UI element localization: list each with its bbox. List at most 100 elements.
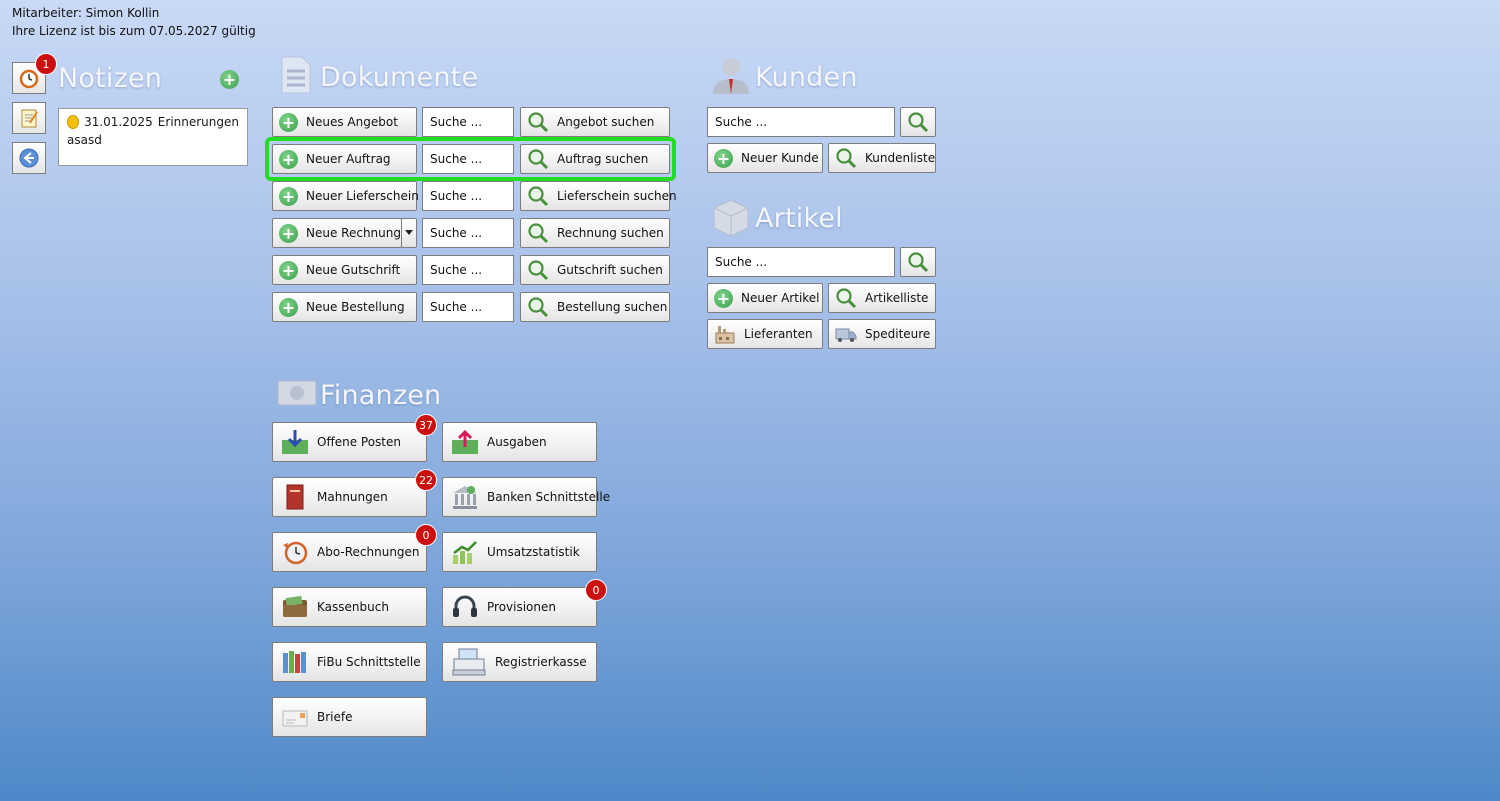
magnifier-icon [528, 149, 549, 170]
subscriptions-label: Abo-Rechnungen [317, 545, 420, 559]
invoice-search-button[interactable]: Rechnung suchen [520, 218, 670, 248]
forwarders-button[interactable]: Spediteure [828, 319, 936, 349]
customer-search-input[interactable]: Suche ... [707, 107, 895, 137]
new-invoice-label: Neue Rechnung [306, 226, 401, 240]
new-customer-label: Neuer Kunde [741, 151, 819, 165]
new-order-label: Neuer Auftrag [306, 152, 391, 166]
article-list-button[interactable]: Artikelliste [828, 283, 936, 313]
commissions-label: Provisionen [487, 600, 556, 614]
offer-search-input[interactable]: Suche ... [422, 107, 514, 137]
back-button[interactable] [12, 142, 46, 174]
employee-label: Mitarbeiter: Simon Kollin [12, 6, 160, 20]
plus-icon: + [714, 148, 733, 168]
magnifier-icon [528, 186, 549, 207]
note-date: 31.01.2025 [84, 115, 153, 129]
cash-register-button[interactable]: Registrierkasse [442, 642, 597, 682]
document-icon [280, 55, 312, 98]
magnifier-icon [836, 148, 857, 169]
delivery-note-search-label: Lieferschein suchen [557, 189, 677, 203]
subscriptions-button[interactable]: Abo-Rechnungen [272, 532, 427, 572]
highlight-frame [265, 137, 676, 181]
invoice-search-label: Rechnung suchen [557, 226, 664, 240]
fibu-interface-label: FiBu Schnittstelle [317, 655, 421, 669]
plus-icon: + [279, 186, 298, 206]
inbox-arrow-down-icon [282, 430, 308, 454]
note-title: Erinnerungen [157, 115, 239, 129]
expenses-button[interactable]: Ausgaben [442, 422, 597, 462]
chevron-down-icon [405, 230, 413, 235]
customer-search-button[interactable] [900, 107, 936, 137]
open-items-badge: 37 [415, 414, 437, 436]
subscriptions-badge: 0 [415, 524, 437, 546]
forwarders-label: Spediteure [865, 327, 931, 341]
chart-up-icon [453, 541, 477, 564]
headset-icon [453, 595, 477, 617]
letters-button[interactable]: Briefe [272, 697, 427, 737]
plus-icon: + [279, 260, 298, 280]
customer-icon [710, 54, 752, 99]
add-note-button[interactable]: + [220, 70, 239, 89]
delivery-note-search-input[interactable]: Suche ... [422, 181, 514, 211]
order-search-input[interactable]: Suche ... [422, 144, 514, 174]
book-icon [286, 484, 304, 510]
wallet-icon [283, 595, 307, 617]
customer-list-button[interactable]: Kundenliste [828, 143, 936, 173]
new-offer-label: Neues Angebot [306, 115, 398, 129]
license-label: Ihre Lizenz ist bis zum 07.05.2027 gülti… [12, 24, 256, 38]
letters-label: Briefe [317, 710, 353, 724]
bank-interface-label: Banken Schnittstelle [487, 490, 611, 504]
article-search-input[interactable]: Suche ... [707, 247, 895, 277]
bank-icon [453, 486, 477, 509]
new-invoice-button[interactable]: + Neue Rechnung [272, 218, 402, 248]
delivery-note-search-button[interactable]: Lieferschein suchen [520, 181, 677, 211]
new-purchase-order-button[interactable]: +Neue Bestellung [272, 292, 417, 322]
reminders-button[interactable]: Mahnungen [272, 477, 427, 517]
reminder-badge: 1 [35, 53, 57, 75]
new-credit-note-button[interactable]: +Neue Gutschrift [272, 255, 417, 285]
magnifier-icon [528, 260, 549, 281]
purchase-order-search-input[interactable]: Suche ... [422, 292, 514, 322]
box-icon [710, 196, 752, 241]
edit-note-button[interactable] [12, 102, 46, 134]
truck-icon [835, 328, 857, 342]
sales-statistics-label: Umsatzstatistik [487, 545, 580, 559]
new-offer-button[interactable]: + Neues Angebot [272, 107, 417, 137]
invoice-search-input[interactable]: Suche ... [422, 218, 514, 248]
new-purchase-order-label: Neue Bestellung [306, 300, 405, 314]
cash-register-label: Registrierkasse [495, 655, 587, 669]
bank-interface-button[interactable]: Banken Schnittstelle [442, 477, 610, 517]
cashbook-label: Kassenbuch [317, 600, 389, 614]
customer-list-label: Kundenliste [865, 151, 936, 165]
plus-icon: + [279, 112, 298, 132]
credit-note-search-input[interactable]: Suche ... [422, 255, 514, 285]
plus-icon: + [279, 223, 298, 243]
article-search-button[interactable] [900, 247, 936, 277]
plus-icon: + [279, 149, 298, 169]
cashbook-button[interactable]: Kassenbuch [272, 587, 427, 627]
purchase-order-search-button[interactable]: Bestellung suchen [520, 292, 670, 322]
new-delivery-note-button[interactable]: +Neuer Lieferschein [272, 181, 419, 211]
articles-title: Artikel [755, 203, 843, 234]
sales-statistics-button[interactable]: Umsatzstatistik [442, 532, 597, 572]
binders-icon [283, 651, 306, 673]
yellow-dot-icon [67, 115, 80, 129]
commissions-button[interactable]: Provisionen [442, 587, 597, 627]
suppliers-button[interactable]: Lieferanten [707, 319, 823, 349]
magnifier-icon [908, 112, 929, 133]
new-customer-button[interactable]: + Neuer Kunde [707, 143, 823, 173]
order-search-button[interactable]: Auftrag suchen [520, 144, 670, 174]
offer-search-button[interactable]: Angebot suchen [520, 107, 670, 137]
notes-title: Notizen [58, 63, 163, 94]
reminders-label: Mahnungen [317, 490, 388, 504]
new-article-button[interactable]: + Neuer Artikel [707, 283, 823, 313]
magnifier-icon [528, 223, 549, 244]
open-items-button[interactable]: Offene Posten [272, 422, 427, 462]
order-search-label: Auftrag suchen [557, 152, 649, 166]
fibu-interface-button[interactable]: FiBu Schnittstelle [272, 642, 427, 682]
new-order-button[interactable]: + Neuer Auftrag [272, 144, 417, 174]
credit-note-search-button[interactable]: Gutschrift suchen [520, 255, 670, 285]
note-card[interactable]: 31.01.2025 Erinnerungen asasd [58, 108, 248, 166]
commissions-badge: 0 [585, 579, 607, 601]
invoice-dropdown-button[interactable] [401, 218, 417, 248]
reminders-badge: 22 [415, 469, 437, 491]
